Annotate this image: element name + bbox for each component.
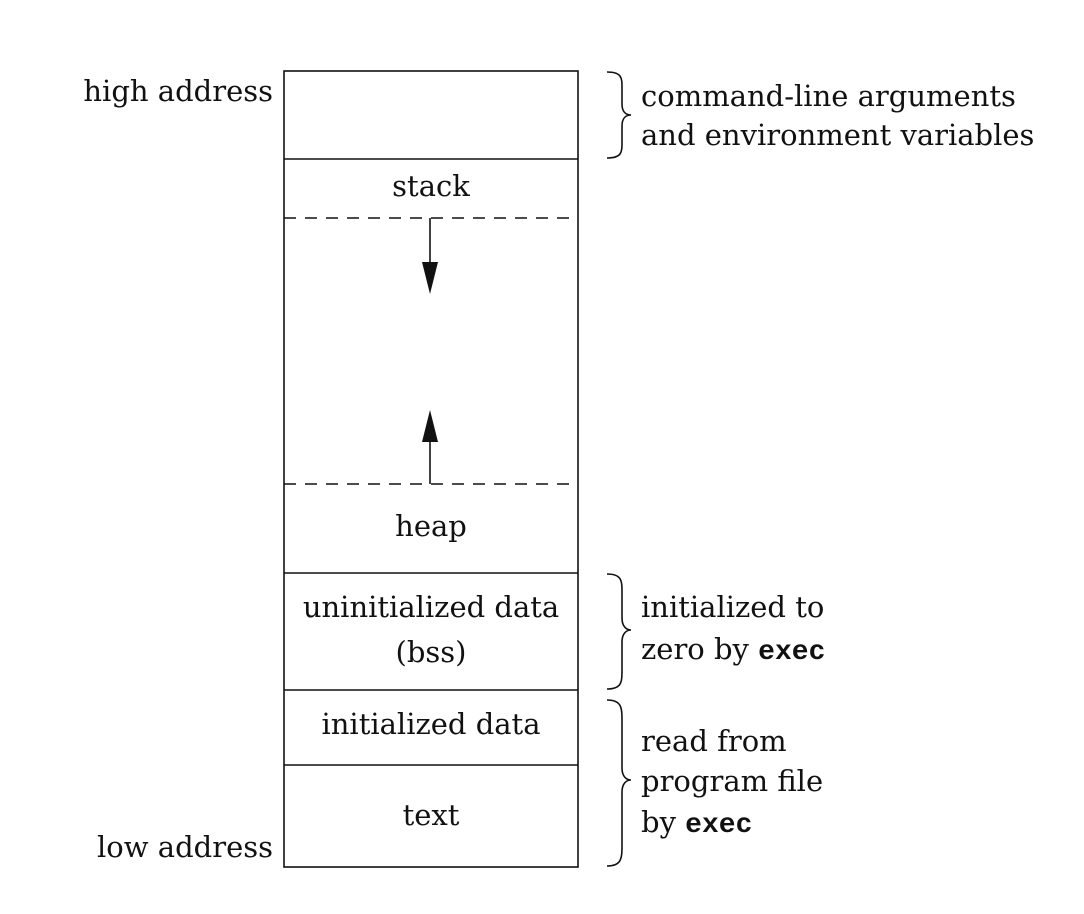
annotation-program-file-line2: program file bbox=[641, 764, 823, 798]
brace-args-env bbox=[606, 71, 632, 159]
memory-column-outline bbox=[283, 70, 579, 868]
brace-program-file bbox=[606, 699, 632, 867]
annotation-args-env-line2: and environment variables bbox=[641, 118, 1034, 152]
annotation-args-env-line1: command-line arguments bbox=[641, 79, 1016, 113]
annotation-program-file-line3: by exec bbox=[641, 805, 752, 841]
segment-bss-label-line2: (bss) bbox=[396, 635, 467, 669]
heap-growth-arrow bbox=[422, 410, 438, 484]
high-address-label: high address bbox=[83, 74, 273, 108]
brace-bss bbox=[606, 573, 632, 690]
segment-heap-label: heap bbox=[395, 509, 467, 543]
annotation-program-file-line1: read from bbox=[641, 724, 787, 758]
exec-code-bss: exec bbox=[758, 637, 825, 668]
stack-growth-arrow bbox=[422, 218, 438, 294]
segment-text-label: text bbox=[403, 798, 460, 832]
segment-bss-label-line1: uninitialized data bbox=[303, 590, 559, 624]
low-address-label: low address bbox=[97, 830, 273, 864]
segment-initialized-data-label: initialized data bbox=[321, 707, 540, 741]
annotation-bss-line2: zero by exec bbox=[641, 632, 825, 668]
segment-stack-label: stack bbox=[392, 169, 470, 203]
annotation-bss-line1: initialized to bbox=[641, 590, 824, 624]
exec-code-program-file: exec bbox=[685, 810, 752, 841]
